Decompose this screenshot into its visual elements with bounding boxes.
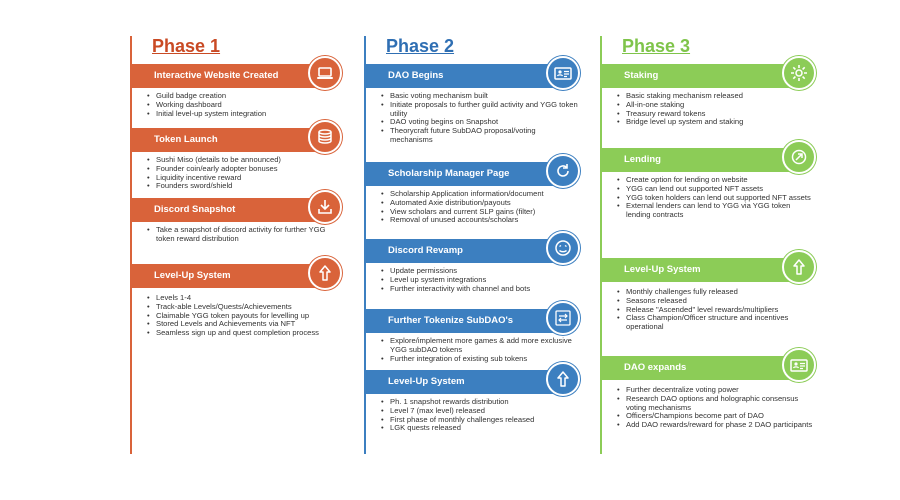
phase-1-column: Phase 1 Interactive Website Created Guil… <box>130 36 347 454</box>
laptop-icon <box>308 56 342 90</box>
list-item: Scholarship Application information/docu… <box>381 189 578 199</box>
list-item: Guild badge creation <box>147 91 337 101</box>
list-item: Further interactivity with channel and b… <box>381 284 578 294</box>
list-item: View scholars and current SLP gains (fil… <box>381 207 578 217</box>
coins-icon <box>308 120 342 154</box>
arrow-up-icon <box>782 250 816 284</box>
section-title: DAO expands <box>602 356 802 380</box>
list-item: Levels 1-4 <box>147 293 337 303</box>
list-item: Add DAO rewards/reward for phase 2 DAO p… <box>617 420 814 430</box>
phase-3-column: Phase 3 Staking Basic staking mechanism … <box>600 36 824 454</box>
list-item: Founders sword/shield <box>147 182 337 191</box>
section-title: Further Tokenize SubDAO's <box>366 309 566 333</box>
list-item: First phase of monthly challenges releas… <box>381 415 578 425</box>
list-item: Level up system integrations <box>381 275 578 285</box>
section-title: Interactive Website Created <box>132 64 327 88</box>
list-item: Initiate proposals to further guild acti… <box>381 100 578 119</box>
list-item: Officers/Champions become part of DAO <box>617 412 814 421</box>
section-title: Staking <box>602 64 802 88</box>
download-icon <box>308 190 342 224</box>
list-item: Level 7 (max level) released <box>381 406 578 416</box>
list-item: DAO voting begins on Snapshot <box>381 118 578 127</box>
list-item: Stored Levels and Achievements via NFT <box>147 320 337 329</box>
list-item: Bridge level up system and staking <box>617 118 814 127</box>
arrow-up-icon <box>308 256 342 290</box>
list-item: Theorycraft future SubDAO proposal/votin… <box>381 126 578 145</box>
list-item: Automated Axie distribution/payouts <box>381 198 578 208</box>
exchange-icon <box>546 301 580 335</box>
list-item: Removal of unused accounts/scholars <box>381 216 578 225</box>
section-title: Discord Snapshot <box>132 198 327 222</box>
list-item: Explore/implement more games & add more … <box>381 336 578 355</box>
list-item: Founder coin/early adopter bonuses <box>147 164 337 174</box>
section-title: DAO Begins <box>366 64 566 88</box>
refresh-icon <box>546 154 580 188</box>
lending-icon <box>782 140 816 174</box>
list-item: YGG token holders can lend out supported… <box>617 193 814 203</box>
section-title: Scholarship Manager Page <box>366 162 566 186</box>
list-item: LGK quests released <box>381 424 578 433</box>
section-title: Level-Up System <box>132 264 327 288</box>
section-title: Lending <box>602 148 802 172</box>
arrow-up-icon <box>546 362 580 396</box>
list-item: Liquidity incentive reward <box>147 173 337 183</box>
section-title: Level-Up System <box>602 258 802 282</box>
list-item: External lenders can lend to YGG via YGG… <box>617 202 814 220</box>
emoji-icon <box>546 231 580 265</box>
list-item: YGG can lend out supported NFT assets <box>617 184 814 194</box>
list-item: Sushi Miso (details to be announced) <box>147 155 337 165</box>
section-title: Level-Up System <box>366 370 566 394</box>
phase-3-title: Phase 3 <box>622 36 691 56</box>
list-item: Ph. 1 snapshot rewards distribution <box>381 397 578 407</box>
list-item: Claimable YGG token payouts for levellin… <box>147 311 337 321</box>
list-item: Create option for lending on website <box>617 175 814 185</box>
list-item: Research DAO options and holographic con… <box>617 394 814 413</box>
gear-icon <box>782 56 816 90</box>
id-card-icon <box>546 56 580 90</box>
list-item: Treasury reward tokens <box>617 109 814 119</box>
list-item: All-in-one staking <box>617 100 814 110</box>
list-item: Basic staking mechanism released <box>617 91 814 101</box>
list-item: Initial level-up system integration <box>147 109 337 119</box>
section-title: Discord Revamp <box>366 239 566 263</box>
list-item: Further integration of existing sub toke… <box>381 354 578 364</box>
list-item: Seamless sign up and quest completion pr… <box>147 328 337 338</box>
list-item: Working dashboard <box>147 100 337 110</box>
phase-1-title: Phase 1 <box>152 36 221 56</box>
id-card-icon <box>782 348 816 382</box>
list-item: Track-able Levels/Quests/Achievements <box>147 302 337 312</box>
list-item: Class Champion/Officer structure and inc… <box>617 314 814 332</box>
list-item: Monthly challenges fully released <box>617 287 814 297</box>
list-item: Seasons released <box>617 296 814 306</box>
section-title: Token Launch <box>132 128 327 152</box>
list-item: Further decentralize voting power <box>617 385 814 395</box>
list-item: Take a snapshot of discord activity for … <box>147 225 337 244</box>
list-item: Basic voting mechanism built <box>381 91 578 101</box>
phase-2-title: Phase 2 <box>386 36 455 56</box>
list-item: Release "Ascended" level rewards/multipl… <box>617 305 814 315</box>
phase-2-column: Phase 2 DAO Begins Basic voting mechanis… <box>364 36 588 454</box>
list-item: Update permissions <box>381 266 578 276</box>
